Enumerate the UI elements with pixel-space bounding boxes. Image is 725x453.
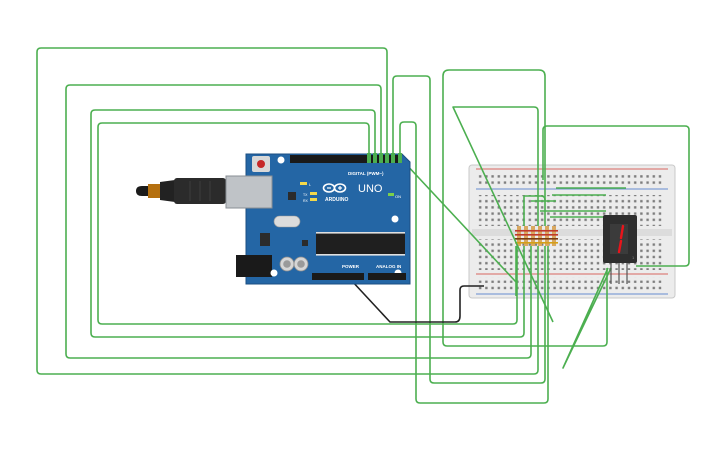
top-rail-holes-2 xyxy=(478,180,664,186)
center-channel xyxy=(472,229,672,236)
power-label: POWER xyxy=(342,264,360,269)
wire[interactable] xyxy=(90,109,525,338)
wires[interactable] xyxy=(36,47,690,404)
led-rx xyxy=(310,198,317,201)
voltage-regulator xyxy=(260,233,270,246)
wire[interactable] xyxy=(399,121,549,404)
usb-cable[interactable] xyxy=(136,178,226,204)
crystal-oscillator xyxy=(273,215,301,228)
resistor-band xyxy=(515,238,558,240)
mounting-hole xyxy=(277,156,285,164)
breadboard[interactable] xyxy=(468,164,676,299)
microcontroller-chip xyxy=(316,233,405,255)
usb-cable-end xyxy=(136,186,150,196)
arduino-logo xyxy=(322,183,347,193)
arduino-uno-board[interactable]: ARDUINO UNO DIGITAL (PWM~) POWER ANALOG … xyxy=(225,153,411,285)
wire[interactable] xyxy=(562,267,612,369)
display-face xyxy=(610,224,628,254)
mounting-hole xyxy=(270,269,278,277)
led-tx xyxy=(310,192,317,195)
wire[interactable] xyxy=(65,84,532,359)
displayed-digit: 1 xyxy=(632,255,635,260)
digital-label: DIGITAL (PWM~) xyxy=(348,171,384,176)
board-model-label: UNO xyxy=(358,183,383,195)
seven-segment-display[interactable]: 1 xyxy=(603,215,637,284)
analog-header xyxy=(368,273,406,280)
mounting-hole xyxy=(391,215,399,223)
wire[interactable] xyxy=(523,195,546,226)
rx-label: RX xyxy=(303,199,309,203)
resistor[interactable] xyxy=(531,226,535,246)
wire[interactable] xyxy=(97,122,518,325)
digital-header xyxy=(290,155,400,163)
segment-b xyxy=(619,224,625,240)
led-on xyxy=(388,193,394,196)
wire[interactable] xyxy=(442,69,608,347)
power-header xyxy=(312,273,364,280)
resistor-band xyxy=(515,234,558,236)
led-l xyxy=(300,182,307,185)
tx-label: TX xyxy=(303,193,308,197)
top-rail-holes xyxy=(478,172,664,178)
resistor-band xyxy=(515,230,558,232)
wire[interactable] xyxy=(452,106,554,323)
ground-wire[interactable] xyxy=(350,279,484,323)
segment-c xyxy=(617,239,623,254)
wire[interactable] xyxy=(36,47,539,375)
wire-header-pins xyxy=(367,153,402,163)
arduino-logo-text: ARDUINO xyxy=(325,197,348,203)
l-label: L xyxy=(309,183,311,187)
on-label: ON xyxy=(395,194,401,199)
reset-button-cap[interactable] xyxy=(257,160,265,168)
power-jack xyxy=(236,255,272,277)
wire[interactable] xyxy=(542,125,690,267)
resistor[interactable] xyxy=(545,226,549,246)
wire[interactable] xyxy=(403,161,517,283)
resistor[interactable] xyxy=(552,226,556,246)
wire[interactable] xyxy=(392,75,546,384)
bottom-rail-holes-2 xyxy=(478,285,664,291)
analog-in-label: ANALOG IN xyxy=(376,264,401,269)
resistor-band xyxy=(515,242,558,244)
resistor[interactable] xyxy=(524,226,528,246)
resistor-array[interactable] xyxy=(515,226,558,246)
resistor[interactable] xyxy=(517,226,521,246)
usb-strain-relief xyxy=(160,180,175,202)
usb-jack xyxy=(225,175,273,209)
resistor[interactable] xyxy=(538,226,542,246)
bottom-rail-holes xyxy=(478,277,664,283)
